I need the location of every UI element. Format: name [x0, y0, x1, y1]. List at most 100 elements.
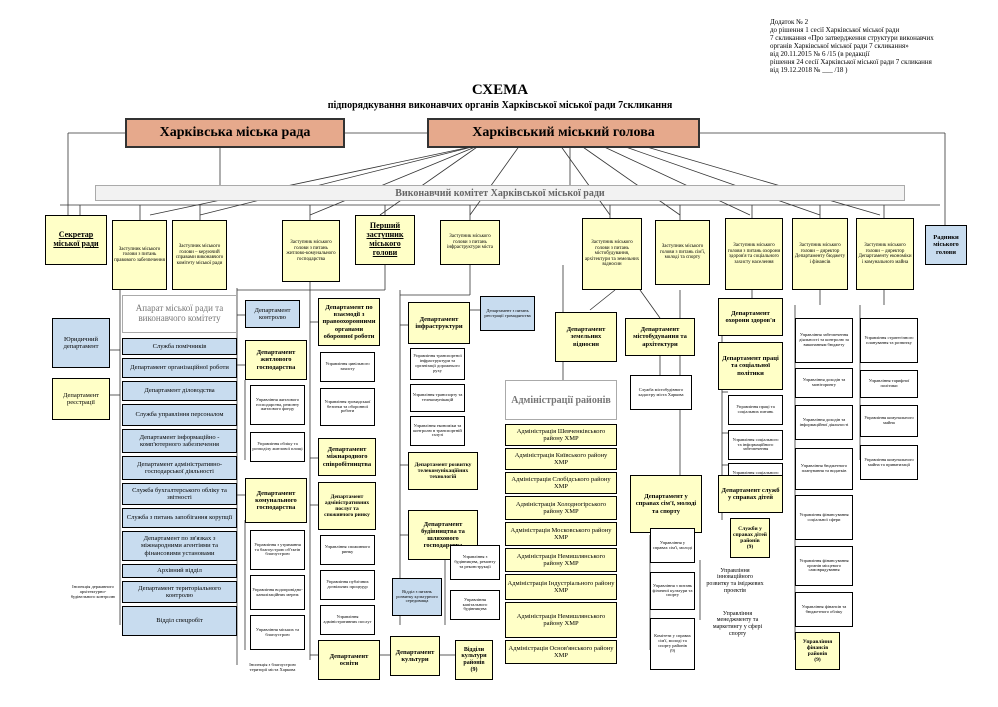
construction-sub: Управління капітального будівництва: [450, 590, 500, 620]
family-committees: Комітети у справах сім'ї, молоді та спор…: [650, 618, 695, 670]
first-deputy-mayor: Перший заступник міського голови: [355, 215, 415, 265]
inspection-note: Інспекція державного архітектурно-будіве…: [68, 575, 118, 610]
infra-sub: Управління транспортної інфраструктури т…: [410, 348, 465, 380]
health-department: Департамент охорони здоров'я: [718, 298, 783, 336]
admin-services-department: Департамент адміністративних послуг та с…: [318, 482, 376, 530]
family-sub: Управління у справах сім'ї, молоді: [650, 528, 695, 563]
economy-sub: Управління комунального майна та привати…: [860, 445, 918, 480]
deputy-budget: Заступник міського голови – директор Деп…: [792, 218, 848, 290]
district-finance-count: (9): [814, 657, 821, 664]
district-administration: Адміністрація Московського району ХМР: [505, 522, 617, 546]
district-culture-label: Відділи культури районів: [461, 646, 487, 666]
economy-sub: Управління тарифної політики: [860, 370, 918, 398]
budget-sub: Управління фінансування соціальної сфери: [795, 495, 853, 540]
labour-sub: Управління праці та соціальних питань: [728, 395, 783, 425]
page-subtitle: підпорядкування виконавчих органів Харкі…: [327, 100, 673, 111]
deputy-housing: Заступник міського голови з питань житло…: [282, 220, 340, 282]
economy-sub: Управління комунального майна: [860, 405, 918, 437]
family-sub: Управління з питань фізичної культури та…: [650, 572, 695, 610]
addendum-line: Додаток № 2: [770, 18, 809, 26]
communal-sub: Управління з утримання та благоустрою об…: [250, 530, 305, 570]
children-department: Департамент служб у справах дітей: [718, 475, 783, 513]
deputy-family: Заступник міського голови з питань сім'ї…: [655, 220, 710, 285]
admin-sub: Управління споживчого ринку: [320, 535, 375, 565]
addendum-line: до рішення 1 сесії Харківської міської р…: [770, 26, 900, 35]
sport-marketing-office: Управління менеджменту та маркетингу у с…: [705, 605, 770, 643]
housing-department: Департамент житлового господарства: [245, 340, 307, 380]
communal-department: Департамент комунального господарства: [245, 478, 307, 523]
district-culture-count: (9): [470, 666, 478, 673]
family-committees-count: (9): [669, 647, 676, 653]
budget-sub: Управління фінансів та бюджетного обліку: [795, 592, 853, 627]
district-culture: Відділи культури районів (9): [455, 640, 493, 680]
apparatus-item: Департамент організаційної роботи: [122, 358, 237, 378]
children-services-count: (9): [746, 544, 754, 551]
apparatus-item: Департамент по зв'язках з міжнародними а…: [122, 531, 237, 561]
deputy-health: Заступник міського голови з питань охоро…: [725, 218, 783, 290]
deputy-economy: Заступник міського голови – директор Деп…: [856, 218, 914, 290]
district-administration: Адміністрація Холодногірського району ХМ…: [505, 496, 617, 520]
security-sub: Управління цивільного захисту: [320, 352, 375, 382]
housing-sub: Управління обліку та розподілу житлової …: [250, 432, 305, 462]
district-administration: Адміністрація Слобідського району ХМР: [505, 472, 617, 494]
apparatus-item: Служба бухгалтерського обліку та звітнос…: [122, 483, 237, 505]
apparatus-item: Департамент інформаційно - комп'ютерного…: [122, 429, 237, 453]
labour-sub: Управління соціального та інформаційного…: [728, 430, 783, 460]
deputy-urban: Заступник міського голови з питань місто…: [582, 218, 642, 290]
construction-sub: Управління з будівництва, ремонту та рек…: [450, 545, 500, 580]
cadastre-service: Служба містобудівного кадастру міста Хар…: [630, 375, 692, 410]
mayor-advisors: Радники міського голови: [925, 225, 967, 265]
apparatus-item: Департамент територіального контролю: [122, 581, 237, 603]
budget-sub: Управління фінансування органів місцевог…: [795, 546, 853, 586]
security-department: Департамент по взаємодії з правоохоронни…: [318, 298, 380, 346]
legal-department: Юридичний департамент: [52, 318, 110, 368]
budget-sub: Управління бюджетного планування та вида…: [795, 448, 853, 490]
district-finance-label: Управління фінансів районів: [802, 638, 833, 657]
page-title: СХЕМА: [471, 82, 529, 98]
family-department: Департамент у справах сім'ї, молоді та с…: [630, 475, 702, 533]
district-administration: Адміністрація Київського району ХМР: [505, 448, 617, 470]
telecom-department: Департамент розвитку телекомунікаційних …: [408, 452, 478, 490]
infrastructure-department: Департамент інфраструктури: [408, 302, 470, 344]
district-administration: Адміністрація Шевченківського району ХМР: [505, 424, 617, 446]
communal-sub: Управління водопровідно-каналізаційних м…: [250, 575, 305, 610]
budget-sub: Управління доходів та моніторингу: [795, 368, 853, 398]
addendum-line: органів Харківської міської ради 7 склик…: [770, 42, 909, 51]
registration-department: Департамент реєстрації: [52, 378, 110, 420]
apparatus-title: Апарат міської ради та виконавчого коміт…: [122, 295, 237, 333]
city-mayor: Харківський міський голова: [427, 118, 700, 148]
infra-sub: Управління транспорту та телекомунікацій: [410, 384, 465, 412]
construction-department: Департамент будівництва та шляхового гос…: [408, 510, 478, 560]
council-secretary: Секретар міської ради: [45, 215, 107, 265]
district-finance: Управління фінансів районів (9): [795, 632, 840, 670]
budget-sub: Управління доходів та інформаційної діял…: [795, 405, 853, 440]
district-administration: Адміністрація Індустріального району ХМР: [505, 574, 617, 600]
addendum-line: рішення 24 сесії Харківської міської рад…: [770, 58, 932, 67]
architecture-department: Департамент містобудування та архітектур…: [625, 318, 695, 356]
children-services-label: Служби у справах дітей районів: [733, 525, 767, 544]
district-administration: Адміністрація Основ'янського району ХМР: [505, 640, 617, 664]
innovation-office: Управління інноваційного розвитку та імі…: [705, 562, 765, 600]
addendum-line: від 20.11.2015 № 6 /15 (в редакції: [770, 50, 870, 59]
children-services: Служби у справах дітей районів (9): [730, 518, 770, 558]
district-administration: Адміністрація Немишлянського району ХМР: [505, 602, 617, 638]
family-committees-label: Комітети у справах сім'ї, молоді та спор…: [654, 633, 691, 648]
culture-development-note: Відділ з питань розвитку культурного сер…: [392, 578, 442, 616]
budget-sub: Управління забезпечення діяльності та ко…: [795, 318, 853, 363]
executive-committee: Виконавчий комітет Харківської міської р…: [95, 185, 905, 201]
apparatus-item: Служба помічників: [122, 338, 237, 355]
citizenship-note: Департамент з питань реєстрації громадян…: [480, 296, 535, 331]
districts-title: Адміністрації районів: [505, 380, 617, 420]
city-council: Харківська міська рада: [125, 118, 345, 148]
admin-sub: Управління адміністративних послуг: [320, 605, 375, 635]
district-administration: Адміністрація Немишлянського району ХМР: [505, 548, 617, 572]
deputy-infrastructure: Заступник міського голови з питань інфра…: [440, 220, 500, 265]
apparatus-item: Департамент адміністративно-господарсько…: [122, 456, 237, 480]
apparatus-item: Департамент діловодства: [122, 381, 237, 401]
infra-sub: Управління економіки та контролю в транс…: [410, 416, 465, 446]
improvement-inspection: Інспекція з благоустрою території міста …: [245, 655, 300, 680]
addendum-note: Додаток № 2 до рішення 1 сесії Харківськ…: [770, 18, 995, 74]
economy-sub: Управління стратегічного планування та р…: [860, 318, 918, 363]
apparatus-item: Служба з питань запобігання корупції: [122, 508, 237, 528]
